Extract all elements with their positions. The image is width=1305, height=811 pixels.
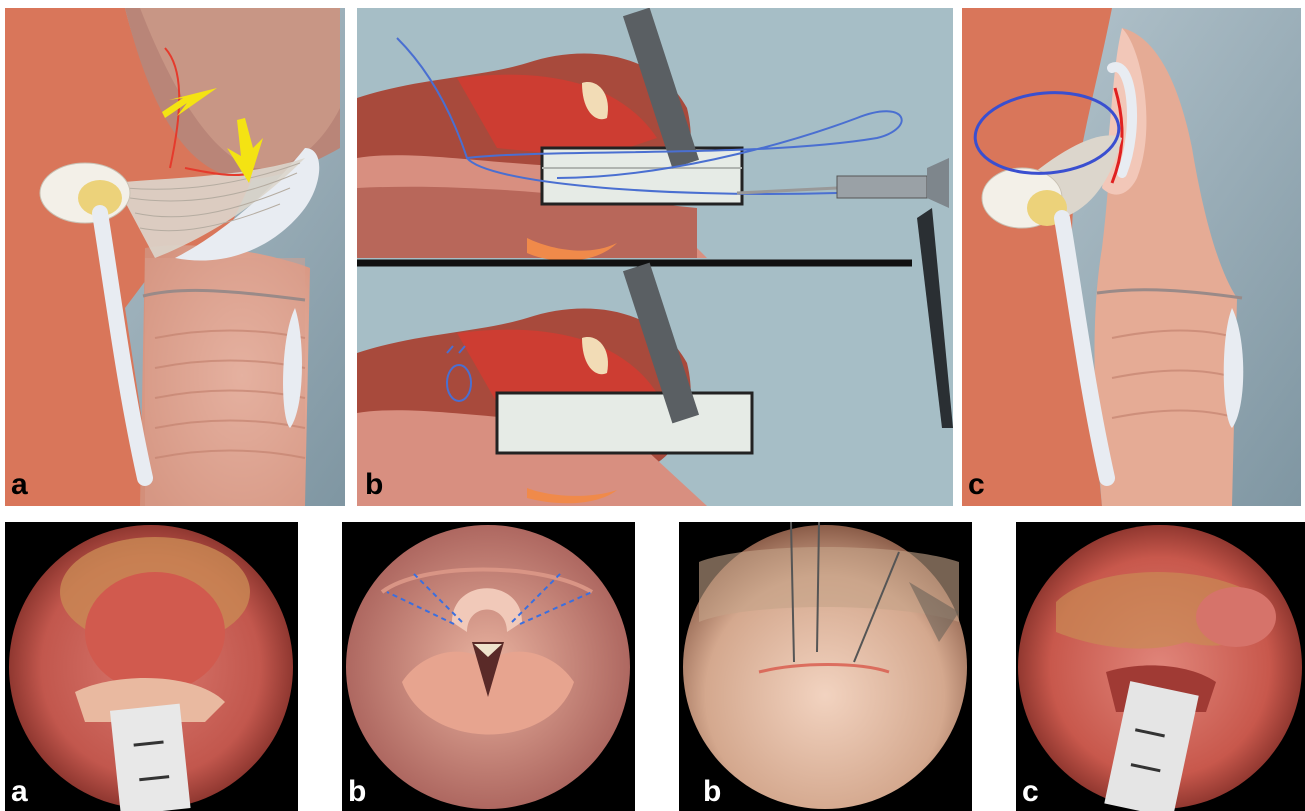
panel-top-a: a	[5, 8, 345, 506]
illustration-sagittal-post	[962, 8, 1301, 506]
endoscopic-photo-pre	[5, 522, 298, 811]
panel-bottom-a: a	[5, 522, 298, 811]
panel-bottom-b-photo: b	[679, 522, 972, 811]
panel-label: b	[703, 777, 721, 807]
illustration-sagittal-pre	[5, 8, 345, 506]
panel-top-c: c	[962, 8, 1301, 506]
panel-bottom-c: c	[1016, 522, 1305, 811]
panel-label: b	[348, 777, 366, 807]
panel-bottom-b-illustration: b	[342, 522, 635, 811]
endoscopic-photo-post	[1016, 522, 1305, 811]
panel-label: c	[1022, 777, 1039, 807]
panel-label: b	[365, 470, 383, 500]
endoscopic-view-illustration	[342, 522, 635, 811]
panel-label: a	[11, 470, 28, 500]
panel-label: c	[968, 470, 985, 500]
panel-label: a	[11, 777, 28, 807]
endoscopic-photo-suturing	[679, 522, 972, 811]
illustration-endoscopic-suturing	[357, 8, 953, 506]
panel-top-b: b	[357, 8, 953, 506]
